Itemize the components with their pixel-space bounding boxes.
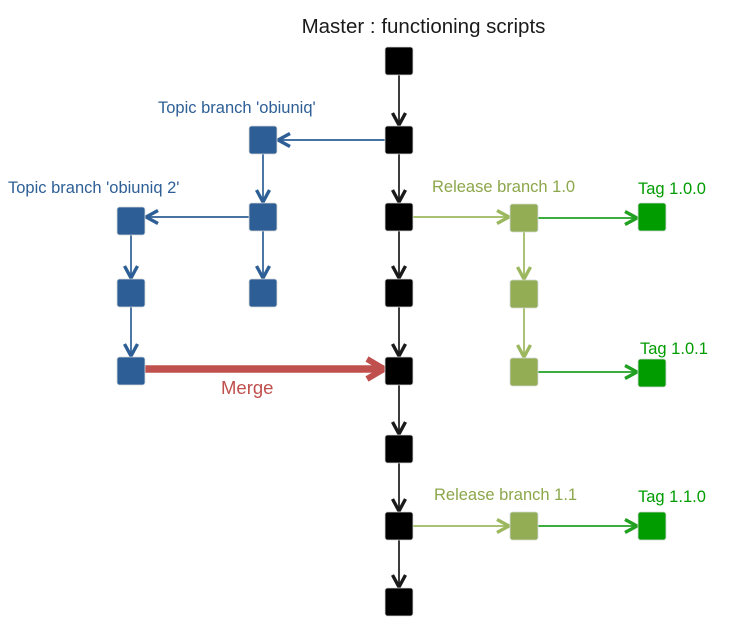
tag-110-label: Tag 1.1.0	[638, 488, 706, 506]
tag-101-label: Tag 1.0.1	[640, 340, 708, 358]
commit-node-t1a-topic	[248, 125, 278, 155]
commit-node-r1a-release	[509, 203, 539, 233]
commit-node-m6-master	[384, 434, 414, 464]
commit-node-m5-master	[384, 356, 414, 386]
commit-node-t1b-topic	[248, 202, 278, 232]
merge-label: Merge	[221, 377, 274, 398]
commit-node-r1b-release	[509, 279, 539, 309]
commit-node-t2c-topic	[116, 356, 146, 386]
commit-node-m4-master	[384, 278, 414, 308]
topic-branch-1-label: Topic branch 'obiuniq'	[158, 99, 316, 117]
commit-node-tag100-tag	[637, 202, 667, 232]
commit-node-m3-master	[384, 202, 414, 232]
diagram-title: Master : functioning scripts	[301, 15, 546, 38]
commit-node-m7-master	[384, 511, 414, 541]
release-branch-11-label: Release branch 1.1	[434, 486, 578, 504]
commit-node-tag101-tag	[637, 358, 667, 388]
commit-node-t1c-topic	[248, 278, 278, 308]
commit-node-r1c-release	[509, 357, 539, 387]
tag-100-label: Tag 1.0.0	[638, 180, 706, 198]
commit-node-t2b-topic	[116, 278, 146, 308]
commit-node-tag110-tag	[637, 511, 667, 541]
commit-node-m2-master	[384, 125, 414, 155]
commit-node-m1-master	[384, 46, 414, 76]
release-branch-10-label: Release branch 1.0	[432, 178, 576, 196]
commit-node-t2a-topic	[116, 206, 146, 236]
topic-branch-2-label: Topic branch 'obiuniq 2'	[8, 179, 180, 197]
commit-node-r2a-release	[509, 511, 539, 541]
commit-node-m8-master	[384, 587, 414, 617]
